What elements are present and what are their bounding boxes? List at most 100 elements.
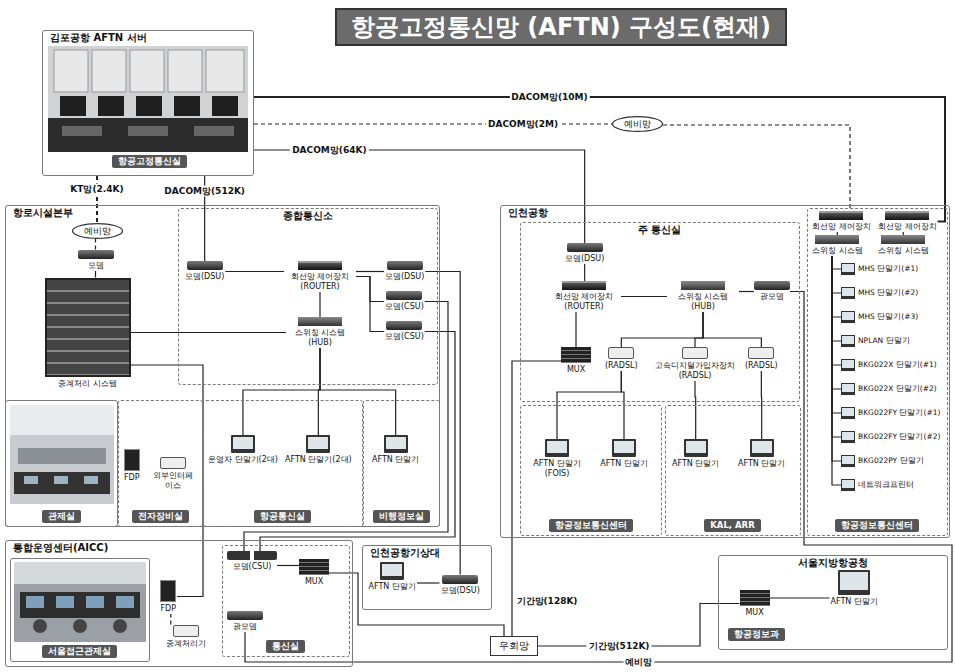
node-label: 중계처리 시스템	[57, 379, 118, 389]
monitor-icon	[841, 383, 855, 395]
ellipse-shape	[613, 117, 663, 132]
node-label: 항공정보통신센터	[549, 519, 633, 532]
equipment-box: 회선망 제어장치	[877, 211, 938, 232]
operator-figure	[113, 619, 127, 633]
node-label: AFTN 단말기(FOIS)	[525, 459, 589, 479]
network-line	[95, 239, 96, 250]
node-label: AFTN 단말기	[671, 459, 720, 469]
equipment-box: FDP	[160, 580, 178, 614]
zone-box: 주 통신실모뎀(DSU)회선망 제어장치(ROUTER)MUX스위칭 시스템(H…	[520, 222, 800, 402]
line-label: DACOM망(64K)	[290, 145, 368, 156]
network-line	[417, 582, 440, 583]
network-line	[770, 597, 830, 598]
approach-control-photo	[14, 562, 146, 642]
node-label: AFTN 단말기	[371, 455, 420, 465]
node-label: 중계처리기	[165, 639, 207, 649]
terminal-box: 네트워크프린터	[841, 479, 914, 491]
equipment-box: 모뎀(DSU)	[384, 261, 425, 282]
network-line	[694, 381, 696, 439]
monitor-icon	[231, 435, 255, 453]
monitor-icon	[841, 263, 855, 275]
equipment-box: MUX	[740, 590, 770, 618]
network-ellipse: 예비망	[612, 116, 663, 132]
equipment-icon	[173, 625, 199, 637]
console-screen	[54, 476, 68, 484]
monitor-icon	[306, 435, 330, 453]
equipment-icon	[160, 457, 186, 469]
equipment-icon	[298, 261, 342, 270]
line-label-box: DACOM망(10M)	[509, 92, 589, 103]
wall-panel	[168, 50, 202, 92]
line-label-box: 기간망(128K)	[515, 595, 580, 606]
zone-box: 관제실	[5, 400, 118, 527]
equipment-icon	[45, 278, 131, 377]
equipment-box: 중계처리기	[165, 625, 207, 649]
node-label: 모뎀(DSU)	[564, 254, 605, 264]
terminal-box: BKG022FY 단말기(#2)	[841, 431, 940, 443]
equipment-icon	[740, 590, 770, 606]
terminal-box: AFTN 단말기	[737, 439, 786, 469]
zone-box: 비행정보실AFTN 단말기	[363, 400, 440, 527]
zone-box: 통신실모뎀(CSU)MUX광모뎀	[222, 545, 350, 657]
equipment-icon	[748, 347, 774, 359]
equipment-box: FDP	[123, 449, 141, 483]
terminal-box: AFTN 단말기	[671, 439, 720, 469]
zone-box: 서울접근관제실	[10, 558, 150, 662]
terminal-box: MHS 단말기(#3)	[841, 311, 918, 323]
equipment-icon	[78, 250, 114, 259]
monitor-icon	[612, 439, 636, 457]
equipment-box: (RADSL)	[604, 347, 639, 371]
monitor-shape	[136, 96, 162, 116]
network-line	[703, 312, 761, 347]
equipment-box: 회선망 제어장치	[811, 211, 872, 232]
equipment-icon	[386, 291, 422, 300]
equipment-box: 스위칭 시스템	[877, 235, 930, 256]
node-label: 고속디지털가입자장치(RADSL)	[654, 361, 736, 381]
zone-box: 항공정보통신센터AFTN 단말기(FOIS)AFTN 단말기	[520, 405, 662, 536]
network-line	[225, 271, 284, 272]
node-label: BKG022X 단말기(#2)	[858, 384, 937, 394]
network-line	[832, 256, 841, 365]
node-label: AFTN 단말기	[830, 597, 879, 607]
equipment-icon	[567, 243, 603, 252]
line-label-box: KT망(2.4K)	[68, 184, 125, 195]
equipment-icon	[561, 347, 591, 363]
node-label: 광모뎀	[759, 292, 785, 302]
console-desk	[14, 472, 110, 494]
node-label: MUX	[744, 608, 764, 618]
node-label: 항공고정통신실	[112, 155, 187, 168]
node-label: FDP	[123, 473, 141, 483]
network-line	[170, 614, 171, 625]
wall-panel	[54, 50, 88, 92]
terminal-box: MHS 단말기(#1)	[841, 263, 918, 275]
network-line	[832, 256, 841, 485]
network-box: 우회망	[490, 636, 538, 656]
network-line	[356, 271, 384, 272]
line-label-box: DACOM망(512K)	[162, 185, 247, 196]
equipment-icon	[754, 281, 790, 290]
equipment-box: MUX	[299, 559, 329, 587]
node-label: 항공정보과	[728, 628, 785, 641]
line-label: DACOM망(512K)	[162, 185, 247, 196]
network-line	[584, 264, 585, 281]
photo-wall	[14, 562, 146, 584]
network-line	[320, 348, 396, 435]
equipment-box: 중계처리 시스템	[45, 278, 131, 389]
room-label-box: 항공고정통신실	[112, 155, 187, 168]
monitor-icon	[841, 359, 855, 371]
network-line	[575, 312, 576, 347]
equipment-icon	[819, 211, 863, 220]
line-label-box: DACOM망(64K)	[290, 145, 368, 156]
line-label-box: DACOM망(2M)	[486, 119, 560, 130]
node-label: 통합운영센터(AICC)	[10, 542, 111, 554]
console-screen	[56, 596, 74, 608]
network-line	[621, 312, 703, 347]
equipment-box: 모뎀(DSU)	[184, 261, 225, 282]
terminal-box: BKG022X 단말기(#2)	[841, 383, 937, 395]
zone-box: 전자장비실FDP외부인터페이스	[118, 400, 203, 527]
node-label: 항로시설본부	[10, 207, 76, 219]
monitor-icon	[841, 335, 855, 347]
